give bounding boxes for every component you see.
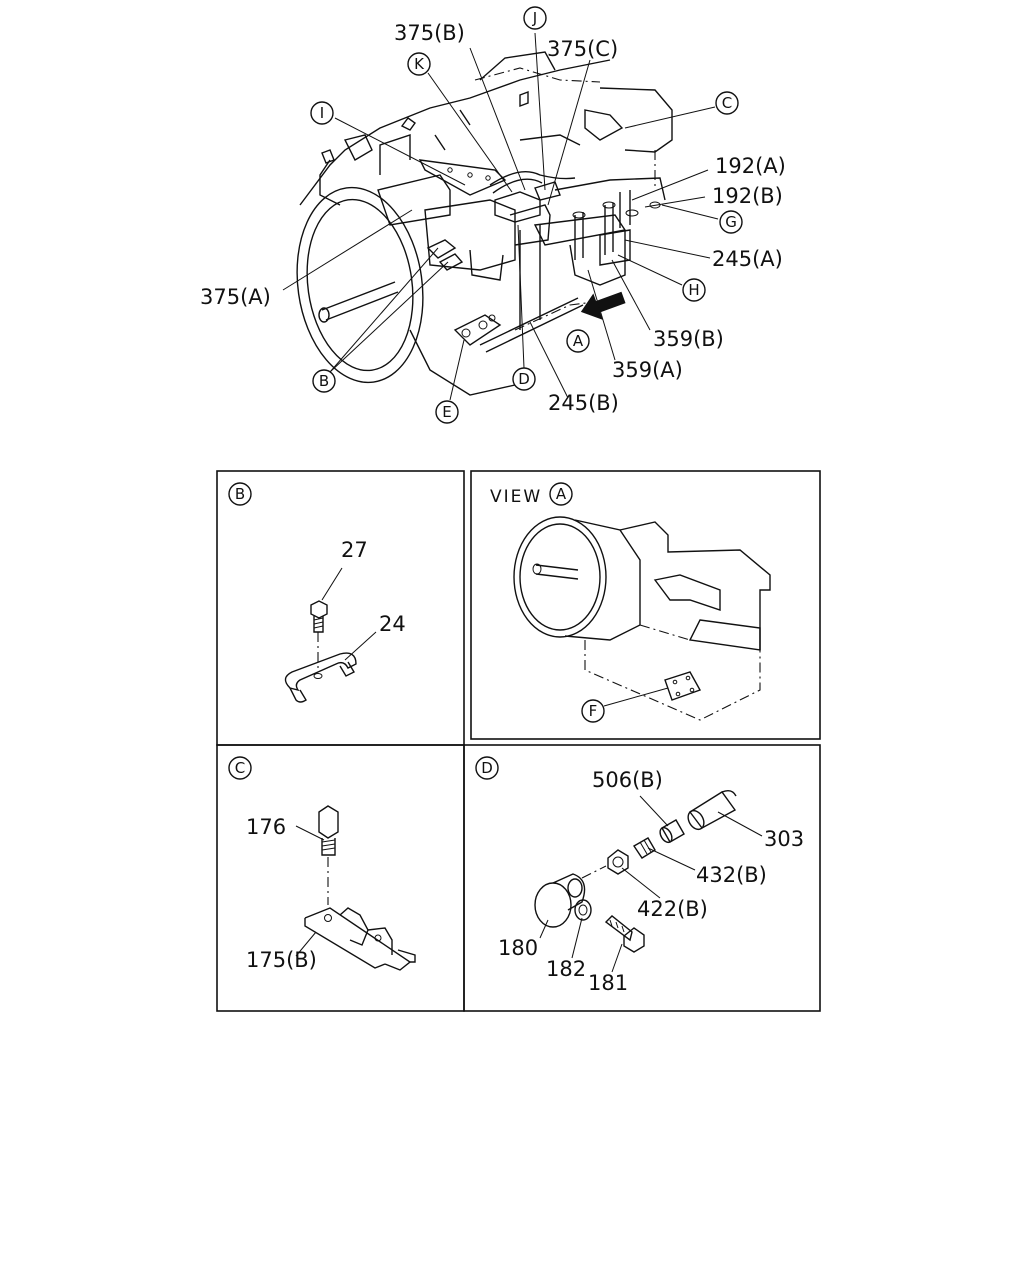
label-245a: 245(A) <box>712 247 783 271</box>
label-176: 176 <box>246 815 286 839</box>
label-375a: 375(A) <box>200 285 271 309</box>
label-175b: 175(B) <box>246 948 317 972</box>
ref-letter-b-main: B <box>319 372 329 390</box>
ref-circle-g: G <box>719 210 743 234</box>
ref-letter-h: H <box>688 281 699 299</box>
label-192b: 192(B) <box>712 184 783 208</box>
panel-d-letter: D <box>481 759 493 777</box>
ref-circle-c-main: C <box>715 91 739 115</box>
label-192a: 192(A) <box>715 154 786 178</box>
ref-circle-b-main: B <box>312 369 336 393</box>
ref-circle-f: F <box>581 699 605 723</box>
ref-circle-h: H <box>682 278 706 302</box>
label-432b: 432(B) <box>696 863 767 887</box>
ref-circle-e: E <box>435 400 459 424</box>
ref-letter-k: K <box>414 55 425 73</box>
panel-d: D 506(B) 303 432(B) <box>475 756 804 995</box>
ref-letter-g: G <box>725 213 737 231</box>
label-422b: 422(B) <box>637 897 708 921</box>
main-callouts: 375(B) 375(C) 192(A) 192(B) 245(A) 359(B… <box>200 21 786 415</box>
label-180: 180 <box>498 936 538 960</box>
view-title: VIEW <box>490 487 542 507</box>
label-245b: 245(B) <box>548 391 619 415</box>
panel-c-letter: C <box>235 759 245 777</box>
panel-b-letter: B <box>235 485 245 503</box>
label-303: 303 <box>764 827 804 851</box>
transmission-assembly <box>296 51 673 396</box>
ref-circle-k: K <box>407 52 431 76</box>
panel-view-a-frame <box>470 470 821 740</box>
main-leader-lines <box>282 32 719 401</box>
ref-letter-d-main: D <box>518 370 530 388</box>
main-reference-letters: J K I C G H A D B E <box>310 6 743 424</box>
ref-letter-i: I <box>320 104 324 122</box>
label-182: 182 <box>546 957 586 981</box>
panel-b-heading: B <box>228 482 252 506</box>
panel-c-heading: C <box>228 756 252 780</box>
panel-d-heading: D <box>475 756 499 780</box>
label-181: 181 <box>588 971 628 995</box>
label-359b: 359(B) <box>653 327 724 351</box>
label-359a: 359(A) <box>612 358 683 382</box>
label-27: 27 <box>341 538 368 562</box>
label-375b: 375(B) <box>394 21 465 45</box>
panel-b-frame <box>216 470 465 746</box>
ref-circle-a-main: A <box>566 329 590 353</box>
label-375c: 375(C) <box>547 37 618 61</box>
ref-letter-a-main: A <box>573 332 584 350</box>
panel-view-a: VIEW A F <box>490 482 771 723</box>
detail-panels <box>216 470 821 1012</box>
ref-circle-i: I <box>310 101 334 125</box>
label-24: 24 <box>379 612 406 636</box>
ref-letter-j: J <box>532 9 537 27</box>
panel-b: B 27 24 <box>228 482 406 703</box>
panel-d-frame <box>463 744 821 1012</box>
view-a-heading: A <box>549 482 573 506</box>
label-506b: 506(B) <box>592 768 663 792</box>
ref-circle-d-main: D <box>512 367 536 391</box>
view-letter: A <box>556 485 567 503</box>
ref-letter-e: E <box>442 403 451 421</box>
panel-c: C 176 175(B) <box>228 756 416 972</box>
ref-letter-f: F <box>589 702 598 720</box>
ref-circle-j: J <box>523 6 547 30</box>
ref-letter-c-main: C <box>722 94 732 112</box>
